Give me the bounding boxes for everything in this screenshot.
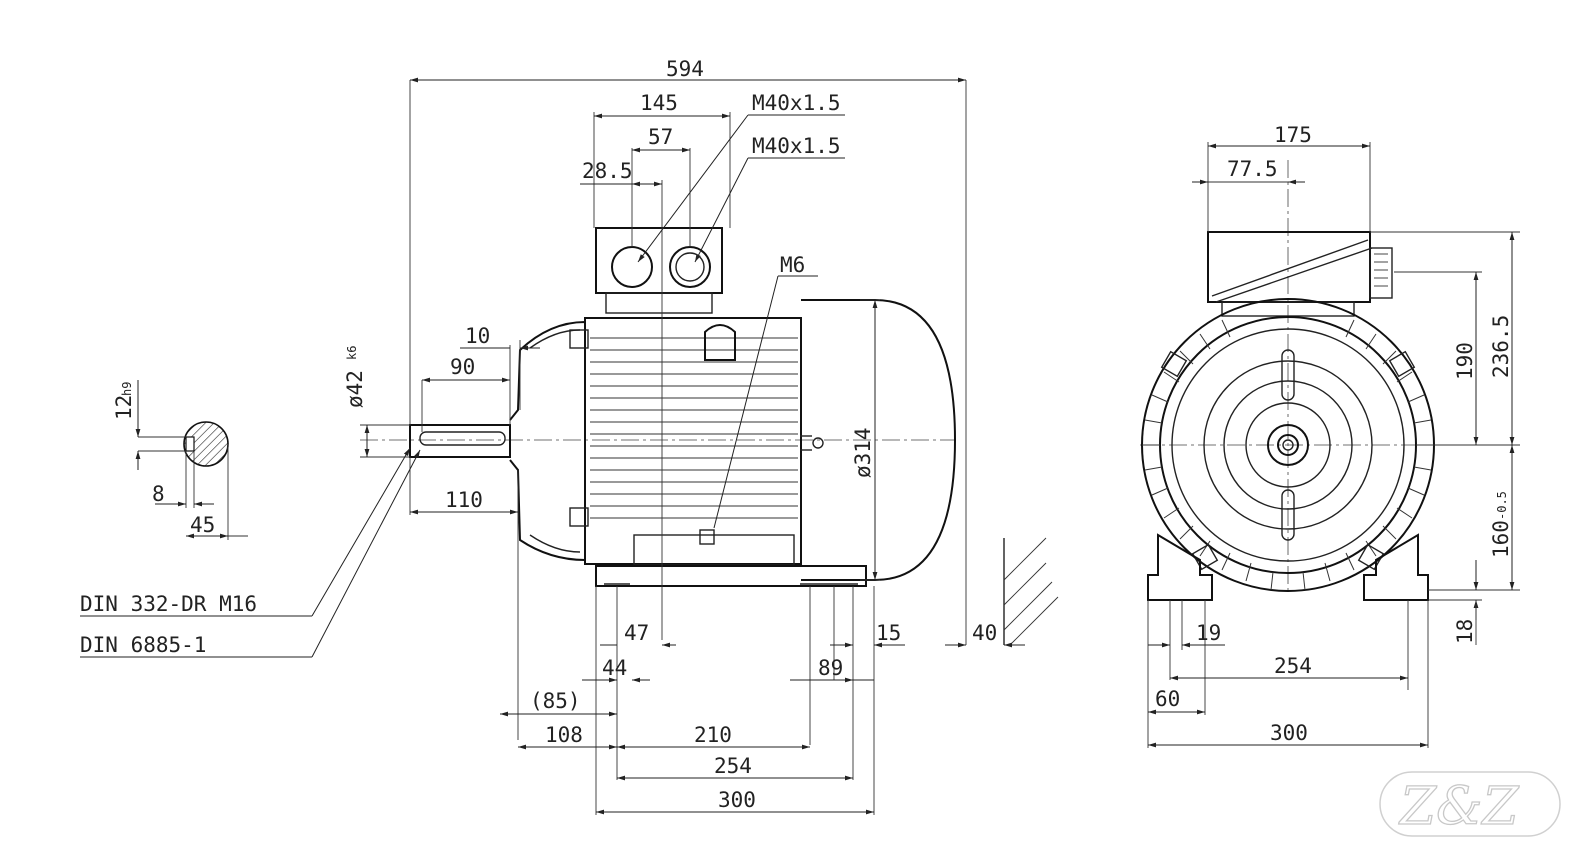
dim-108-label: 108 [545,723,583,747]
fan-cover [801,299,957,581]
end-right-foot [1363,533,1429,601]
shaft-end-offset-label: 10 [465,324,490,348]
end-cable-gland [1369,247,1393,299]
terminal-box-width-label: 145 [640,91,678,115]
shaft-height-label: 160 [1489,520,1513,558]
motor-housing [584,317,802,565]
shaft-key-length-label: 90 [450,355,475,379]
shaft-keyway [419,431,506,446]
box-offset-label: 77.5 [1227,157,1278,181]
dim-47-label: 47 [624,621,649,645]
watermark-logo: Z&Z [1379,771,1561,838]
height-236-label: 236.5 [1489,315,1513,378]
lifting-eye [704,324,736,361]
housing-fins [590,337,798,519]
shaft [409,424,511,458]
gland-offset-label: 28.5 [582,159,633,183]
shaft-length-label: 110 [445,488,483,512]
housing-diameter-label: ø314 [851,427,875,478]
key-slot [185,436,195,452]
shaft-cross-section: 12 h9 8 45 [112,380,248,540]
key-standard-note: DIN 6885-1 [80,633,206,657]
dim-300-label: 300 [718,788,756,812]
front-end-shield [509,320,586,562]
dim-85-label: (85) [530,689,581,713]
earth-terminal-icon [812,437,824,449]
dim-210-label: 210 [694,723,732,747]
section-height-label: 45 [190,513,215,537]
dim-40-label: 40 [972,621,997,645]
end-dim-254-label: 254 [1274,654,1312,678]
box-width-label: 175 [1274,123,1312,147]
gland-thread-2-label: M40x1.5 [752,134,841,158]
end-left-foot [1147,533,1213,601]
key-height-label: 8 [152,482,165,506]
end-view: 175 77.5 190 236.5 160 -0.5 18 19 254 [1140,123,1520,748]
dim-60-label: 60 [1155,687,1180,711]
foot-thickness-label: 18 [1453,619,1477,644]
end-dim-300-label: 300 [1270,721,1308,745]
key-tolerance-label: h9 [120,382,134,396]
reference-notes: DIN 332-DR M16 DIN 6885-1 [80,447,421,658]
motor-feet [595,565,867,587]
dim-44-label: 44 [602,656,627,680]
shaft-diameter-label: ø42 [343,370,367,408]
end-terminal-box [1207,231,1371,303]
center-hole-note: DIN 332-DR M16 [80,592,257,616]
dim-19-label: 19 [1196,621,1221,645]
gland-thread-1-label: M40x1.5 [752,91,841,115]
shaft-height-tol-label: -0.5 [1495,491,1509,520]
dim-15-label: 15 [876,621,901,645]
dim-254-label: 254 [714,754,752,778]
gland-spacing-label: 57 [648,125,673,149]
cable-gland-1 [611,246,653,288]
key-width-label: 12 [112,395,136,420]
overall-length-label: 594 [666,57,704,81]
height-190-label: 190 [1453,342,1477,380]
shaft-tolerance-label: k6 [345,346,359,360]
earth-screw-label: M6 [780,253,805,277]
watermark-text: Z&Z [1398,777,1519,837]
dim-89-label: 89 [818,656,843,680]
side-view: 594 145 57 28.5 M40x1.5 M40x1.5 M6 ø314 [343,57,1059,815]
